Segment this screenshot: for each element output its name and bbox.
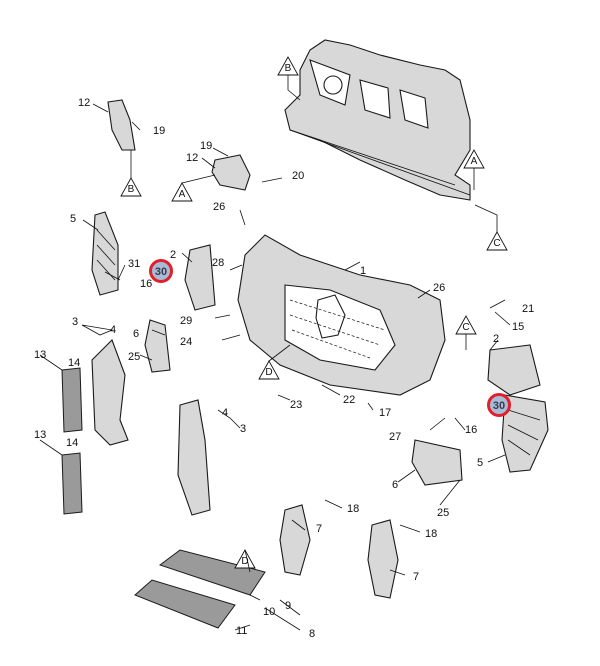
right-headlamp-bracket — [487, 344, 541, 396]
label-20: 20 — [292, 170, 304, 182]
part-number-labels: 12 19 19 12 20 26 5 31 2 28 1 16 26 21 2… — [34, 97, 534, 640]
label-3: 3 — [240, 423, 246, 435]
svg-text:D: D — [241, 556, 248, 567]
label-5: 5 — [70, 213, 76, 225]
left-mount-bracket — [279, 504, 311, 576]
reference-marker-d-center: D — [258, 360, 280, 380]
label-25: 25 — [128, 351, 140, 363]
label-16: 16 — [140, 278, 152, 290]
right-corner-panel — [501, 394, 549, 473]
label-28: 28 — [212, 257, 224, 269]
label-23: 23 — [290, 399, 302, 411]
label-2: 2 — [170, 249, 176, 261]
highlighted-callout-30-left: 30 — [149, 259, 173, 283]
lower-grille-upper — [158, 549, 266, 596]
label-16: 16 — [465, 424, 477, 436]
label-3: 3 — [72, 316, 78, 328]
center-side-panel — [177, 399, 211, 516]
front-grille-panel — [237, 234, 446, 396]
left-lower-bracket — [144, 319, 171, 373]
label-11: 11 — [236, 625, 247, 637]
left-corner-panel — [91, 211, 119, 296]
label-24: 24 — [180, 336, 192, 348]
svg-text:A: A — [471, 156, 478, 167]
label-15: 15 — [512, 321, 524, 333]
label-6: 6 — [392, 479, 398, 491]
label-9: 9 — [285, 600, 291, 612]
label-4: 4 — [222, 407, 228, 419]
label-17: 17 — [379, 407, 391, 419]
label-10: 10 — [263, 606, 275, 618]
leader-lines — [39, 103, 511, 631]
label-29: 29 — [180, 315, 192, 327]
label-22: 22 — [343, 394, 355, 406]
radiator-support-frame — [284, 39, 471, 201]
label-1: 1 — [360, 265, 366, 277]
reference-marker-b-left: B — [120, 177, 142, 197]
label-19: 19 — [153, 125, 165, 137]
label-14: 14 — [66, 437, 78, 449]
label-4: 4 — [110, 324, 116, 336]
upper-lamp-assembly — [61, 367, 83, 433]
reference-marker-c-top: C — [486, 231, 508, 251]
label-18: 18 — [347, 503, 359, 515]
label-2: 2 — [493, 333, 499, 345]
svg-text:A: A — [179, 189, 186, 200]
label-25: 25 — [437, 507, 449, 519]
reference-marker-c-mid: C — [455, 315, 477, 335]
label-19: 19 — [200, 140, 212, 152]
label-21: 21 — [522, 303, 534, 315]
upper-left-bracket — [107, 99, 136, 151]
svg-text:C: C — [493, 238, 500, 249]
label-12: 12 — [78, 97, 90, 109]
label-5: 5 — [477, 457, 483, 469]
label-7: 7 — [316, 523, 322, 535]
label-27: 27 — [389, 431, 401, 443]
highlighted-callout-30-right: 30 — [487, 393, 511, 417]
svg-text:30: 30 — [155, 266, 167, 278]
label-6: 6 — [133, 328, 139, 340]
label-13: 13 — [34, 429, 46, 441]
label-12: 12 — [186, 152, 198, 164]
reference-marker-a-left: A — [171, 182, 193, 202]
svg-text:30: 30 — [493, 400, 505, 412]
reference-marker-d-lower: D — [234, 549, 256, 569]
left-headlamp-bracket — [184, 244, 216, 311]
svg-text:B: B — [128, 184, 135, 195]
upper-mid-bracket — [211, 154, 251, 191]
label-7: 7 — [413, 571, 419, 583]
label-14: 14 — [68, 357, 80, 369]
label-26: 26 — [213, 201, 225, 213]
left-side-panel — [91, 339, 129, 446]
right-mount-bracket — [367, 519, 399, 599]
svg-text:C: C — [462, 322, 469, 333]
svg-text:B: B — [285, 63, 292, 74]
label-26: 26 — [433, 282, 445, 294]
label-8: 8 — [309, 628, 315, 640]
right-lower-bracket — [411, 439, 463, 486]
lower-grille-lower — [134, 579, 236, 629]
label-31: 31 — [128, 258, 140, 270]
lower-lamp-assembly — [61, 452, 83, 515]
reference-marker-b-top: B — [277, 56, 299, 76]
label-13: 13 — [34, 349, 46, 361]
label-18: 18 — [425, 528, 437, 540]
svg-text:D: D — [265, 367, 272, 378]
